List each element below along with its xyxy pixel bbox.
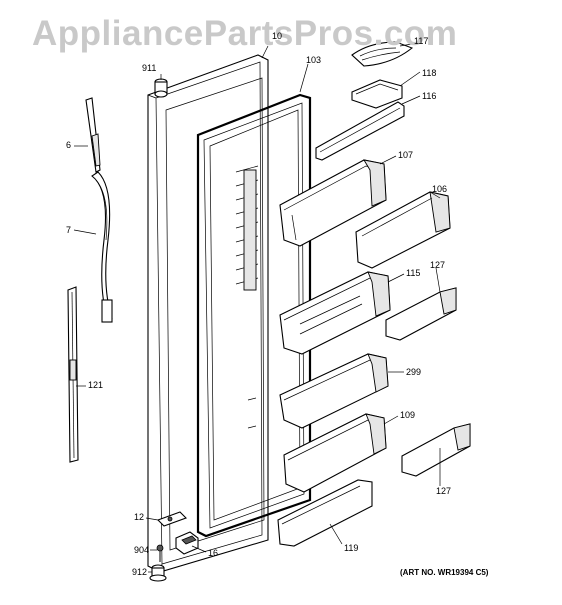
callout-117: 117: [414, 36, 429, 46]
callout-107: 107: [398, 150, 414, 160]
callout-12: 12: [134, 512, 145, 522]
callout-127-upper: 127: [430, 260, 446, 270]
callout-912: 912: [132, 567, 148, 577]
door-liner-ribs: [235, 165, 259, 429]
callout-115: 115: [406, 268, 421, 278]
callout-116: 116: [422, 91, 437, 101]
door-bin-115: [279, 271, 391, 355]
callout-6: 6: [66, 140, 72, 150]
door-bin-299: [279, 353, 389, 429]
door-bin-107: [279, 159, 387, 247]
handle-end-cap-6: [85, 97, 101, 173]
leader-lines: [73, 43, 441, 573]
callout-16: 16: [208, 548, 219, 558]
site-watermark: AppliancePartsPros.com: [32, 14, 458, 53]
stop-16: [175, 531, 199, 555]
callout-119: 119: [344, 543, 359, 553]
callout-299: 299: [406, 367, 422, 377]
dairy-bin-118: [351, 79, 403, 109]
door-bin-119: [277, 479, 373, 547]
callout-109: 109: [400, 410, 416, 420]
shelf-trim-116: [315, 101, 405, 161]
cap-911: [154, 78, 168, 98]
callout-904: 904: [134, 545, 150, 555]
callout-121: 121: [88, 380, 104, 390]
door-bin-109: [283, 413, 387, 493]
hinge-bracket-12: [157, 511, 187, 527]
art-number: (ART NO. WR19394 C5): [400, 568, 489, 577]
callout-103: 103: [306, 55, 322, 65]
screw-904: [156, 544, 164, 562]
callout-911: 911: [142, 63, 157, 73]
door-outer-panel: [147, 54, 269, 573]
door-bin-127-lower: [401, 423, 471, 477]
callout-10: 10: [272, 31, 283, 41]
door-bin-106: [355, 191, 451, 269]
callout-118: 118: [422, 68, 437, 78]
callout-127-lower: 127: [436, 486, 452, 496]
handle-7: [91, 171, 113, 323]
handle-trim-121: [67, 286, 79, 463]
door-bin-127-upper: [385, 287, 457, 341]
dairy-cover-117: [351, 41, 414, 67]
callout-106: 106: [432, 184, 448, 194]
callout-7: 7: [66, 225, 72, 235]
bushing-912: [149, 564, 167, 582]
